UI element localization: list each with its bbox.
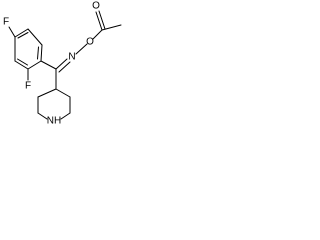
atom-label-piperidine-nitrogen: NH — [47, 116, 61, 127]
chemical-structure-diagram: F F N O O NH — [3, 1, 122, 127]
ring-bond-c1-c2 — [40, 44, 43, 62]
piperidine-bond-c4-c3 — [55, 88, 71, 98]
bonds — [8, 10, 122, 120]
bond-c5-f — [8, 26, 16, 38]
ring-bond-c3-c4-inner — [17, 58, 28, 66]
bond-carbonyl-double-a — [95, 11, 103, 31]
piperidine-bond-n-c6 — [37, 112, 48, 120]
atom-labels: F F N O O NH — [3, 1, 100, 127]
ring-bond-c1-c2-inner — [37, 46, 39, 60]
piperidine-bond-c5-c4 — [37, 88, 57, 98]
bond-o-acetyl-carbon — [92, 29, 103, 40]
bond-n-o — [75, 43, 88, 55]
bond-carbonyl-double-b — [98, 10, 106, 30]
atom-label-carbonyl-oxygen: O — [92, 1, 100, 12]
atom-label-ester-oxygen: O — [86, 37, 94, 48]
ring-bond-c5-c6-inner — [17, 32, 29, 39]
atom-label-fluorine-bottom: F — [25, 81, 31, 92]
ring-bond-c6-c1 — [27, 28, 43, 46]
bond-aryl-to-oxime-carbon — [40, 60, 57, 70]
ring-bond-c5-c6 — [14, 28, 29, 38]
bond-acetyl-methyl — [101, 24, 122, 31]
ring-bond-c3-c4 — [14, 60, 29, 70]
atom-label-fluorine-top: F — [3, 17, 9, 28]
piperidine-bond-c2-n — [60, 112, 71, 120]
atom-label-imine-nitrogen: N — [68, 52, 75, 63]
ring-bond-c2-c3 — [27, 60, 42, 70]
bond-c-n-double-a — [55, 58, 68, 70]
bond-c-n-double-b — [58, 61, 71, 73]
